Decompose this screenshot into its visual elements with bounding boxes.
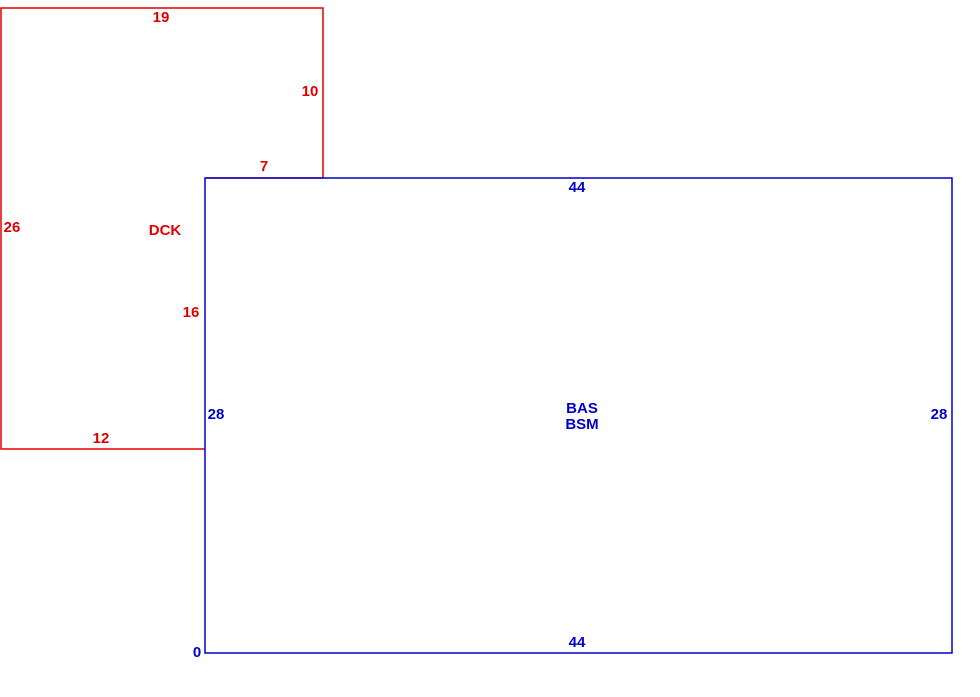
deck-dim-left: 26 (4, 219, 21, 236)
deck-dim-top: 19 (153, 9, 170, 26)
base-dim-top: 44 (569, 179, 586, 196)
base-dim-bottom: 44 (569, 634, 586, 651)
deck-dim-right-upper: 10 (302, 83, 319, 100)
deck-dim-inner-left: 16 (183, 304, 200, 321)
base-area-label-2: BSM (565, 416, 598, 433)
base-area-label-1: BAS (566, 400, 598, 417)
base-dim-right: 28 (931, 406, 948, 423)
deck-area-label: DCK (149, 222, 182, 239)
deck-dim-notch: 7 (260, 158, 268, 175)
base-outline (204, 177, 953, 654)
deck-dim-bottom: 12 (93, 430, 110, 447)
base-dim-left: 28 (208, 406, 225, 423)
base-origin-marker: 0 (193, 644, 201, 661)
